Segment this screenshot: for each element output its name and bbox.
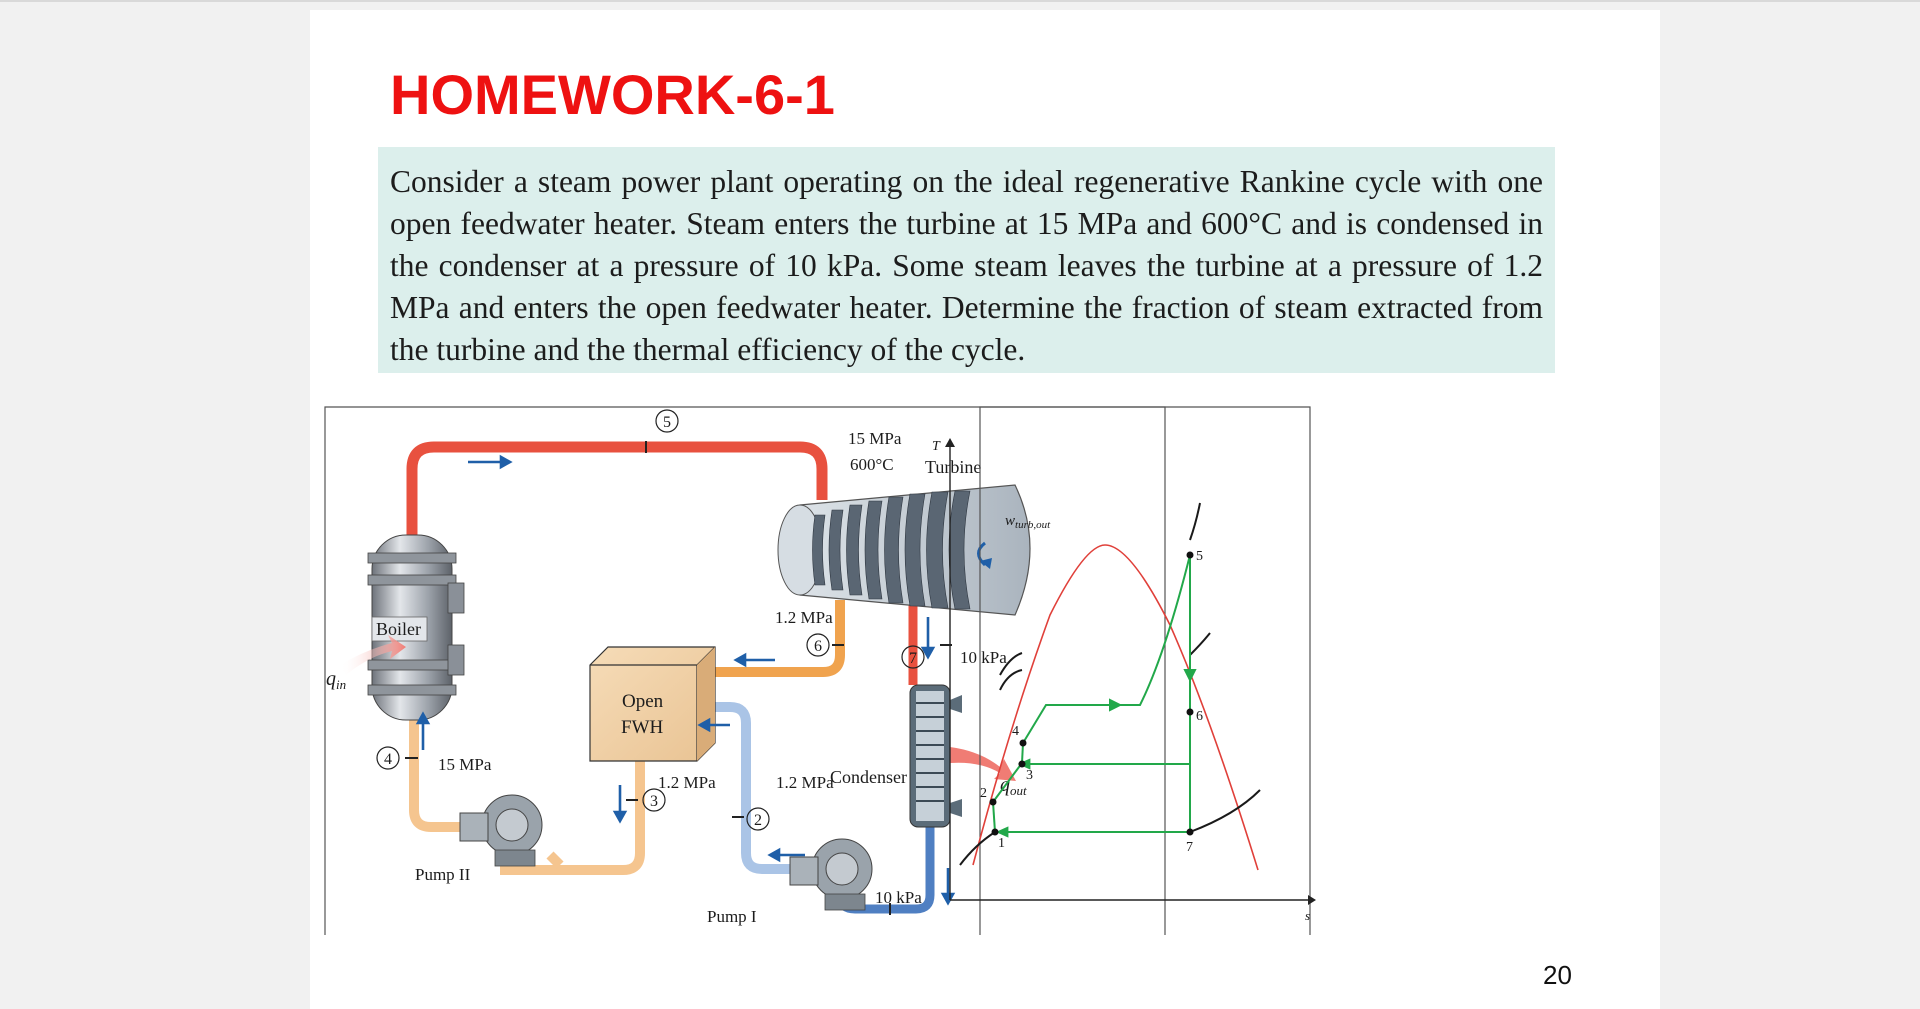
turbine-label: Turbine <box>925 457 981 477</box>
heat-in-arrow <box>340 635 406 675</box>
fwh-outlet-pressure: 1.2 MPa <box>658 773 716 792</box>
pump-2: Pump II <box>415 794 543 884</box>
boiler: Boiler <box>367 534 465 721</box>
window-top-border <box>0 0 1920 2</box>
feedwater-line-pump2 <box>546 851 564 869</box>
pump2-outlet-pressure: 15 MPa <box>438 755 492 774</box>
schematic-frame <box>324 406 1166 935</box>
ts-state-1: 1 <box>998 836 1005 851</box>
turbine-blades <box>812 490 971 610</box>
t-axis-label: T <box>932 439 941 454</box>
pump-1: Pump I <box>707 838 873 926</box>
ts-frame <box>979 406 1311 935</box>
open-fwh: Open FWH <box>589 646 716 762</box>
heat-in-label: qin <box>326 668 346 692</box>
pump1-inlet-pressure: 10 kPa <box>875 888 922 907</box>
work-out-label: wturb,out <box>1005 513 1051 531</box>
state-2-label: 2 <box>754 812 762 829</box>
slide: HOMEWORK-6-1 Consider a steam power plan… <box>310 10 1660 1009</box>
pump1-label: Pump I <box>707 907 757 926</box>
steam-line-boiler-to-turbine <box>406 441 828 535</box>
ts-state-7: 7 <box>1186 840 1193 855</box>
state-6-label: 6 <box>814 638 822 655</box>
ts-state-points <box>989 551 1194 836</box>
ts-state-5: 5 <box>1196 549 1203 564</box>
ts-state-6: 6 <box>1196 709 1203 724</box>
condenser: Condenser <box>830 684 962 828</box>
schematic: Boiler qin <box>324 406 1166 935</box>
fwh-label-fwh: FWH <box>621 717 664 738</box>
ts-diagram: T s <box>932 406 1316 935</box>
state-markers <box>376 409 925 831</box>
condenser-label: Condenser <box>830 767 907 787</box>
state-7-label: 7 <box>909 650 917 667</box>
problem-statement: Consider a steam power plant operating o… <box>378 147 1555 373</box>
boiler-label: Boiler <box>376 619 421 639</box>
condensate-line-pump1-to-fwh <box>705 702 790 874</box>
cycle-figure: Boiler qin <box>324 406 1316 935</box>
saturation-dome <box>972 544 1259 871</box>
s-axis-label: s <box>1305 908 1310 923</box>
fwh-label-open: Open <box>622 691 664 712</box>
turbine-inlet-pressure: 15 MPa <box>848 429 902 448</box>
ts-state-4: 4 <box>1012 724 1019 739</box>
exhaust-pressure: 10 kPa <box>960 648 1007 667</box>
state-3-label: 3 <box>650 793 658 810</box>
ts-state-3: 3 <box>1026 768 1033 783</box>
slide-title: HOMEWORK-6-1 <box>390 63 835 126</box>
turbine: wturb,out Turbine 15 MPa 600°C <box>777 429 1051 616</box>
pump1-outlet-pressure: 1.2 MPa <box>776 773 834 792</box>
pump2-label: Pump II <box>415 865 471 884</box>
state-5-label: 5 <box>663 414 671 431</box>
feedwater-line-fwh-to-boiler <box>409 720 645 875</box>
turbine-inlet-temperature: 600°C <box>850 455 894 474</box>
ts-state-2: 2 <box>980 786 987 801</box>
state-4-label: 4 <box>384 751 392 768</box>
page-number: 20 <box>1543 960 1572 990</box>
extraction-line-turbine-to-fwh <box>705 600 845 677</box>
extraction-pressure: 1.2 MPa <box>775 608 833 627</box>
